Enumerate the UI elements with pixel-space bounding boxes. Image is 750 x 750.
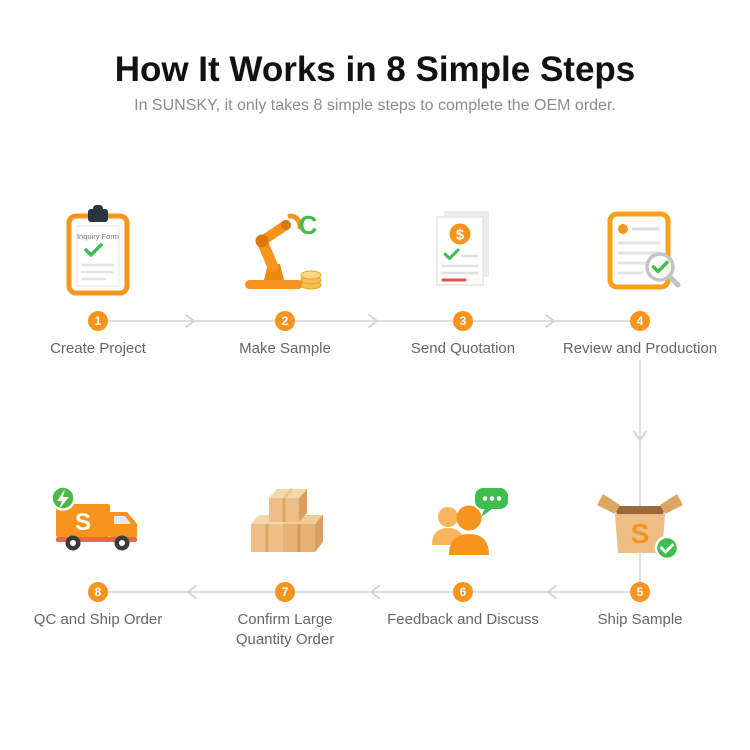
review-magnifier-icon (590, 195, 690, 301)
step-label: Send Quotation (410, 340, 516, 357)
step-create-project: Inquiry Form 1 Create Project (3, 195, 193, 359)
clipboard-icon: Inquiry Form (48, 195, 148, 301)
step-number-badge: 8 (88, 582, 108, 602)
page-title: How It Works in 8 Simple Steps (114, 50, 636, 89)
step-ship-sample: S 5 Ship Sample (545, 466, 735, 630)
arrow-right-icon (545, 314, 555, 328)
arrow-right-icon (368, 314, 378, 328)
boxes-stack-icon (235, 466, 335, 572)
step-label: Feedback and Discuss (387, 611, 539, 628)
step-label: Make Sample (239, 340, 331, 357)
clipboard-title-text: Inquiry Form (77, 232, 119, 241)
page-subtitle: In SUNSKY, it only takes 8 simple steps … (134, 97, 616, 114)
arrow-right-icon (185, 314, 195, 328)
arrow-left-icon (187, 585, 197, 599)
step-make-sample: C 2 Make Sample (190, 195, 380, 359)
people-discussion-icon (413, 466, 513, 572)
step-number-badge: 2 (275, 311, 295, 331)
box-letter-text: S (631, 518, 650, 549)
lightning-badge-icon (50, 485, 76, 511)
checkmark-icon (443, 248, 460, 260)
step-number-badge: 3 (453, 311, 473, 331)
step-number-badge: 6 (453, 582, 473, 602)
step-confirm-large-quantity-order: 7 Confirm Large Quantity Order (190, 466, 380, 651)
dollar-sign-text: $ (456, 227, 465, 244)
step-number-badge: 7 (275, 582, 295, 602)
step-send-quotation: $ 3 Send Quotation (368, 195, 558, 359)
step-label: Review and Production (562, 340, 718, 357)
step-number-badge: 1 (88, 311, 108, 331)
step-label: Create Project (50, 340, 146, 357)
robot-arm-icon: C (235, 195, 335, 301)
step-review-and-production: 4 Review and Production (545, 195, 735, 359)
step-label: Ship Sample (597, 611, 683, 628)
magnifier-icon (645, 252, 681, 288)
checkmark-icon (651, 260, 669, 274)
arrow-left-icon (370, 585, 380, 599)
delivery-truck-icon: S (48, 466, 148, 572)
checkmark-icon (84, 243, 103, 257)
quotation-document-icon: $ (413, 195, 513, 301)
arrow-left-icon (547, 585, 557, 599)
step-number-badge: 4 (630, 311, 650, 331)
step-label: Confirm Large Quantity Order (235, 611, 335, 649)
arrow-down-icon (633, 431, 647, 441)
step-label: QC and Ship Order (33, 611, 163, 628)
truck-letter-text: S (75, 509, 91, 536)
check-badge-icon (654, 535, 680, 561)
sample-letter-text: C (299, 210, 318, 240)
step-qc-and-ship-order: S 8 QC and Ship Order (3, 466, 193, 630)
open-box-icon: S (590, 466, 690, 572)
step-number-badge: 5 (630, 582, 650, 602)
step-feedback-and-discuss: 6 Feedback and Discuss (368, 466, 558, 630)
speech-bubble-icon (475, 488, 508, 517)
